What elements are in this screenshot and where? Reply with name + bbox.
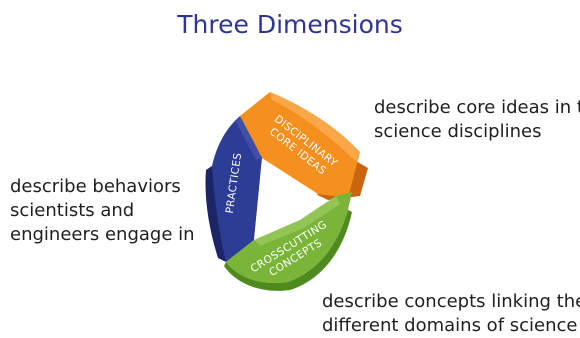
core-ideas-segment — [238, 92, 368, 200]
crosscutting-description: describe concepts linking the different … — [322, 290, 580, 338]
core-ideas-description-line-2: science disciplines — [374, 121, 542, 142]
diagram-center — [254, 158, 318, 240]
core-ideas-description: describe core ideas in the science disci… — [374, 96, 580, 144]
practices-segment — [205, 116, 262, 262]
core-ideas-description-line-1: describe core ideas in the — [374, 97, 580, 118]
practices-description-line-2: scientists and — [10, 200, 135, 221]
crosscutting-description-line-2: different domains of science — [322, 315, 578, 336]
practices-description-line-3: engineers engage in — [10, 224, 195, 245]
practices-description: describe behaviors scientists and engine… — [10, 175, 195, 247]
crosscutting-description-line-1: describe concepts linking the — [322, 291, 580, 312]
core-ideas-segment-face — [240, 92, 360, 198]
practices-description-line-1: describe behaviors — [10, 176, 181, 197]
practices-segment-face — [210, 116, 262, 262]
crosscutting-segment — [224, 192, 352, 291]
page-title: Three Dimensions — [177, 10, 403, 39]
